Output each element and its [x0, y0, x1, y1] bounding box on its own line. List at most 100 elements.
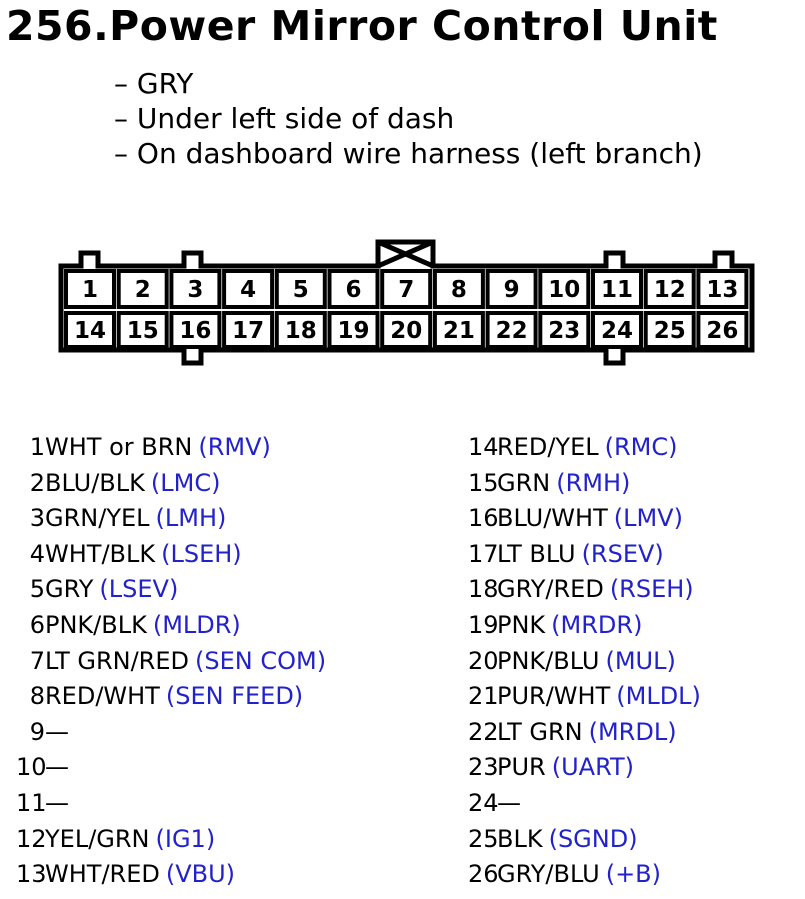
pin-number: 9 — [29, 717, 45, 746]
wire-color: WHT/RED — [45, 860, 160, 889]
pin-number: 16 — [179, 318, 211, 344]
pin-cavity — [64, 311, 116, 349]
pin-row: 3GRN/YEL(LMH) — [16, 501, 326, 537]
signal-name: (MLDR) — [152, 610, 241, 639]
pin-cavity — [380, 269, 433, 309]
pin-number: 1 — [82, 277, 98, 303]
pin-row: 2BLU/BLK(LMC) — [16, 466, 326, 502]
wire-color: GRN/YEL — [45, 504, 150, 533]
pin-cavity — [274, 269, 327, 309]
pin-number: 22 — [468, 717, 499, 746]
wire-color: BLU/WHT — [497, 504, 608, 533]
pin-number: 8 — [451, 277, 467, 303]
pin-number: 21 — [443, 318, 475, 344]
pin-number: 13 — [706, 277, 738, 303]
pin-number: 18 — [468, 575, 499, 604]
signal-name: (UART) — [551, 753, 635, 782]
wire-color: PUR/WHT — [497, 682, 611, 711]
pin-number: 21 — [468, 682, 499, 711]
pin-cavity — [222, 269, 275, 309]
pin-row: 8RED/WHT(SEN FEED) — [16, 679, 326, 715]
signal-name: (MRDL) — [588, 717, 677, 746]
wire-color: — — [45, 717, 69, 746]
pin-number: 18 — [285, 318, 317, 344]
pin-number: 4 — [29, 539, 45, 568]
pin-row: 5GRY(LSEV) — [16, 572, 326, 608]
pin-number: 7 — [398, 277, 414, 303]
wire-color: PNK/BLK — [45, 610, 147, 639]
pin-number: 10 — [548, 277, 580, 303]
pin-cavity — [327, 311, 380, 349]
pin-list-right: 14RED/YEL(RMC)15GRN(RMH)16BLU/WHT(LMV)17… — [468, 430, 701, 893]
wire-color: — — [497, 788, 521, 817]
signal-name: (LSEV) — [99, 575, 179, 604]
pin-row: 25BLK(SGND) — [468, 822, 701, 858]
pin-number: 24 — [601, 318, 633, 344]
wire-color: — — [45, 788, 69, 817]
pin-row: 10— — [16, 750, 326, 786]
note-harness: – On dashboard wire harness (left branch… — [114, 137, 703, 170]
pin-row: 24— — [468, 786, 701, 822]
pin-number: 25 — [654, 318, 686, 344]
pin-row: 19PNK(MRDR) — [468, 608, 701, 644]
signal-name: (SGND) — [548, 824, 638, 853]
pin-cavity — [169, 269, 222, 309]
pin-number: 6 — [29, 610, 45, 639]
signal-name: (LMH) — [155, 504, 227, 533]
pin-number: 13 — [16, 860, 47, 889]
pin-number: 22 — [496, 318, 528, 344]
pin-number: 8 — [29, 682, 45, 711]
pin-cavity — [274, 311, 327, 349]
pin-row: 18GRY/RED(RSEH) — [468, 572, 701, 608]
wire-color: PNK — [497, 610, 546, 639]
pin-number: 7 — [29, 646, 45, 675]
signal-name: (+B) — [605, 860, 662, 889]
wire-color: PNK/BLU — [497, 646, 600, 675]
wire-color: BLK — [497, 824, 543, 853]
pin-row: 17LT BLU(RSEV) — [468, 537, 701, 573]
pin-cavity — [538, 269, 591, 309]
wire-color: YEL/GRN — [45, 824, 150, 853]
pin-row: 11— — [16, 786, 326, 822]
signal-name: (MUL) — [605, 646, 676, 675]
wire-color: GRY/BLU — [497, 860, 600, 889]
signal-name: (VBU) — [165, 860, 236, 889]
pin-cavity — [116, 269, 169, 309]
signal-name: (SEN COM) — [195, 646, 327, 675]
pin-number: 3 — [29, 504, 45, 533]
pin-number: 19 — [337, 318, 369, 344]
pin-number: 17 — [232, 318, 264, 344]
pin-row: 9— — [16, 715, 326, 751]
pin-cavity — [380, 311, 433, 349]
signal-name: (LMV) — [613, 504, 683, 533]
pin-number: 12 — [16, 824, 47, 853]
pin-row: 1WHT or BRN(RMV) — [16, 430, 326, 466]
pin-number: 15 — [127, 318, 159, 344]
pin-row: 23PUR(UART) — [468, 750, 701, 786]
wire-color: LT GRN/RED — [45, 646, 189, 675]
pin-number: 15 — [468, 468, 499, 497]
pin-cavity — [591, 311, 643, 349]
wire-color: PUR — [497, 753, 546, 782]
pin-number: 23 — [548, 318, 580, 344]
pin-number: 1 — [29, 433, 45, 461]
pin-cavity — [696, 269, 749, 309]
signal-name: (SEN FEED) — [165, 682, 304, 711]
pin-number: 2 — [135, 277, 151, 303]
note-location: – Under left side of dash — [114, 102, 455, 135]
pin-cavity — [485, 269, 538, 309]
pin-number: 26 — [706, 318, 738, 344]
pin-number: 23 — [468, 753, 499, 782]
pin-cavity — [432, 311, 485, 349]
signal-name: (RMC) — [604, 433, 678, 461]
signal-name: (RMH) — [556, 468, 631, 497]
pin-cavity — [643, 311, 696, 349]
note-color: – GRY — [114, 67, 194, 100]
pin-number: 20 — [468, 646, 499, 675]
wire-color: LT BLU — [497, 539, 576, 568]
pin-cavity — [64, 269, 116, 309]
connector-outline — [58, 239, 755, 366]
pin-number: 20 — [390, 318, 422, 344]
pin-row: 26GRY/BLU(+B) — [468, 857, 701, 893]
